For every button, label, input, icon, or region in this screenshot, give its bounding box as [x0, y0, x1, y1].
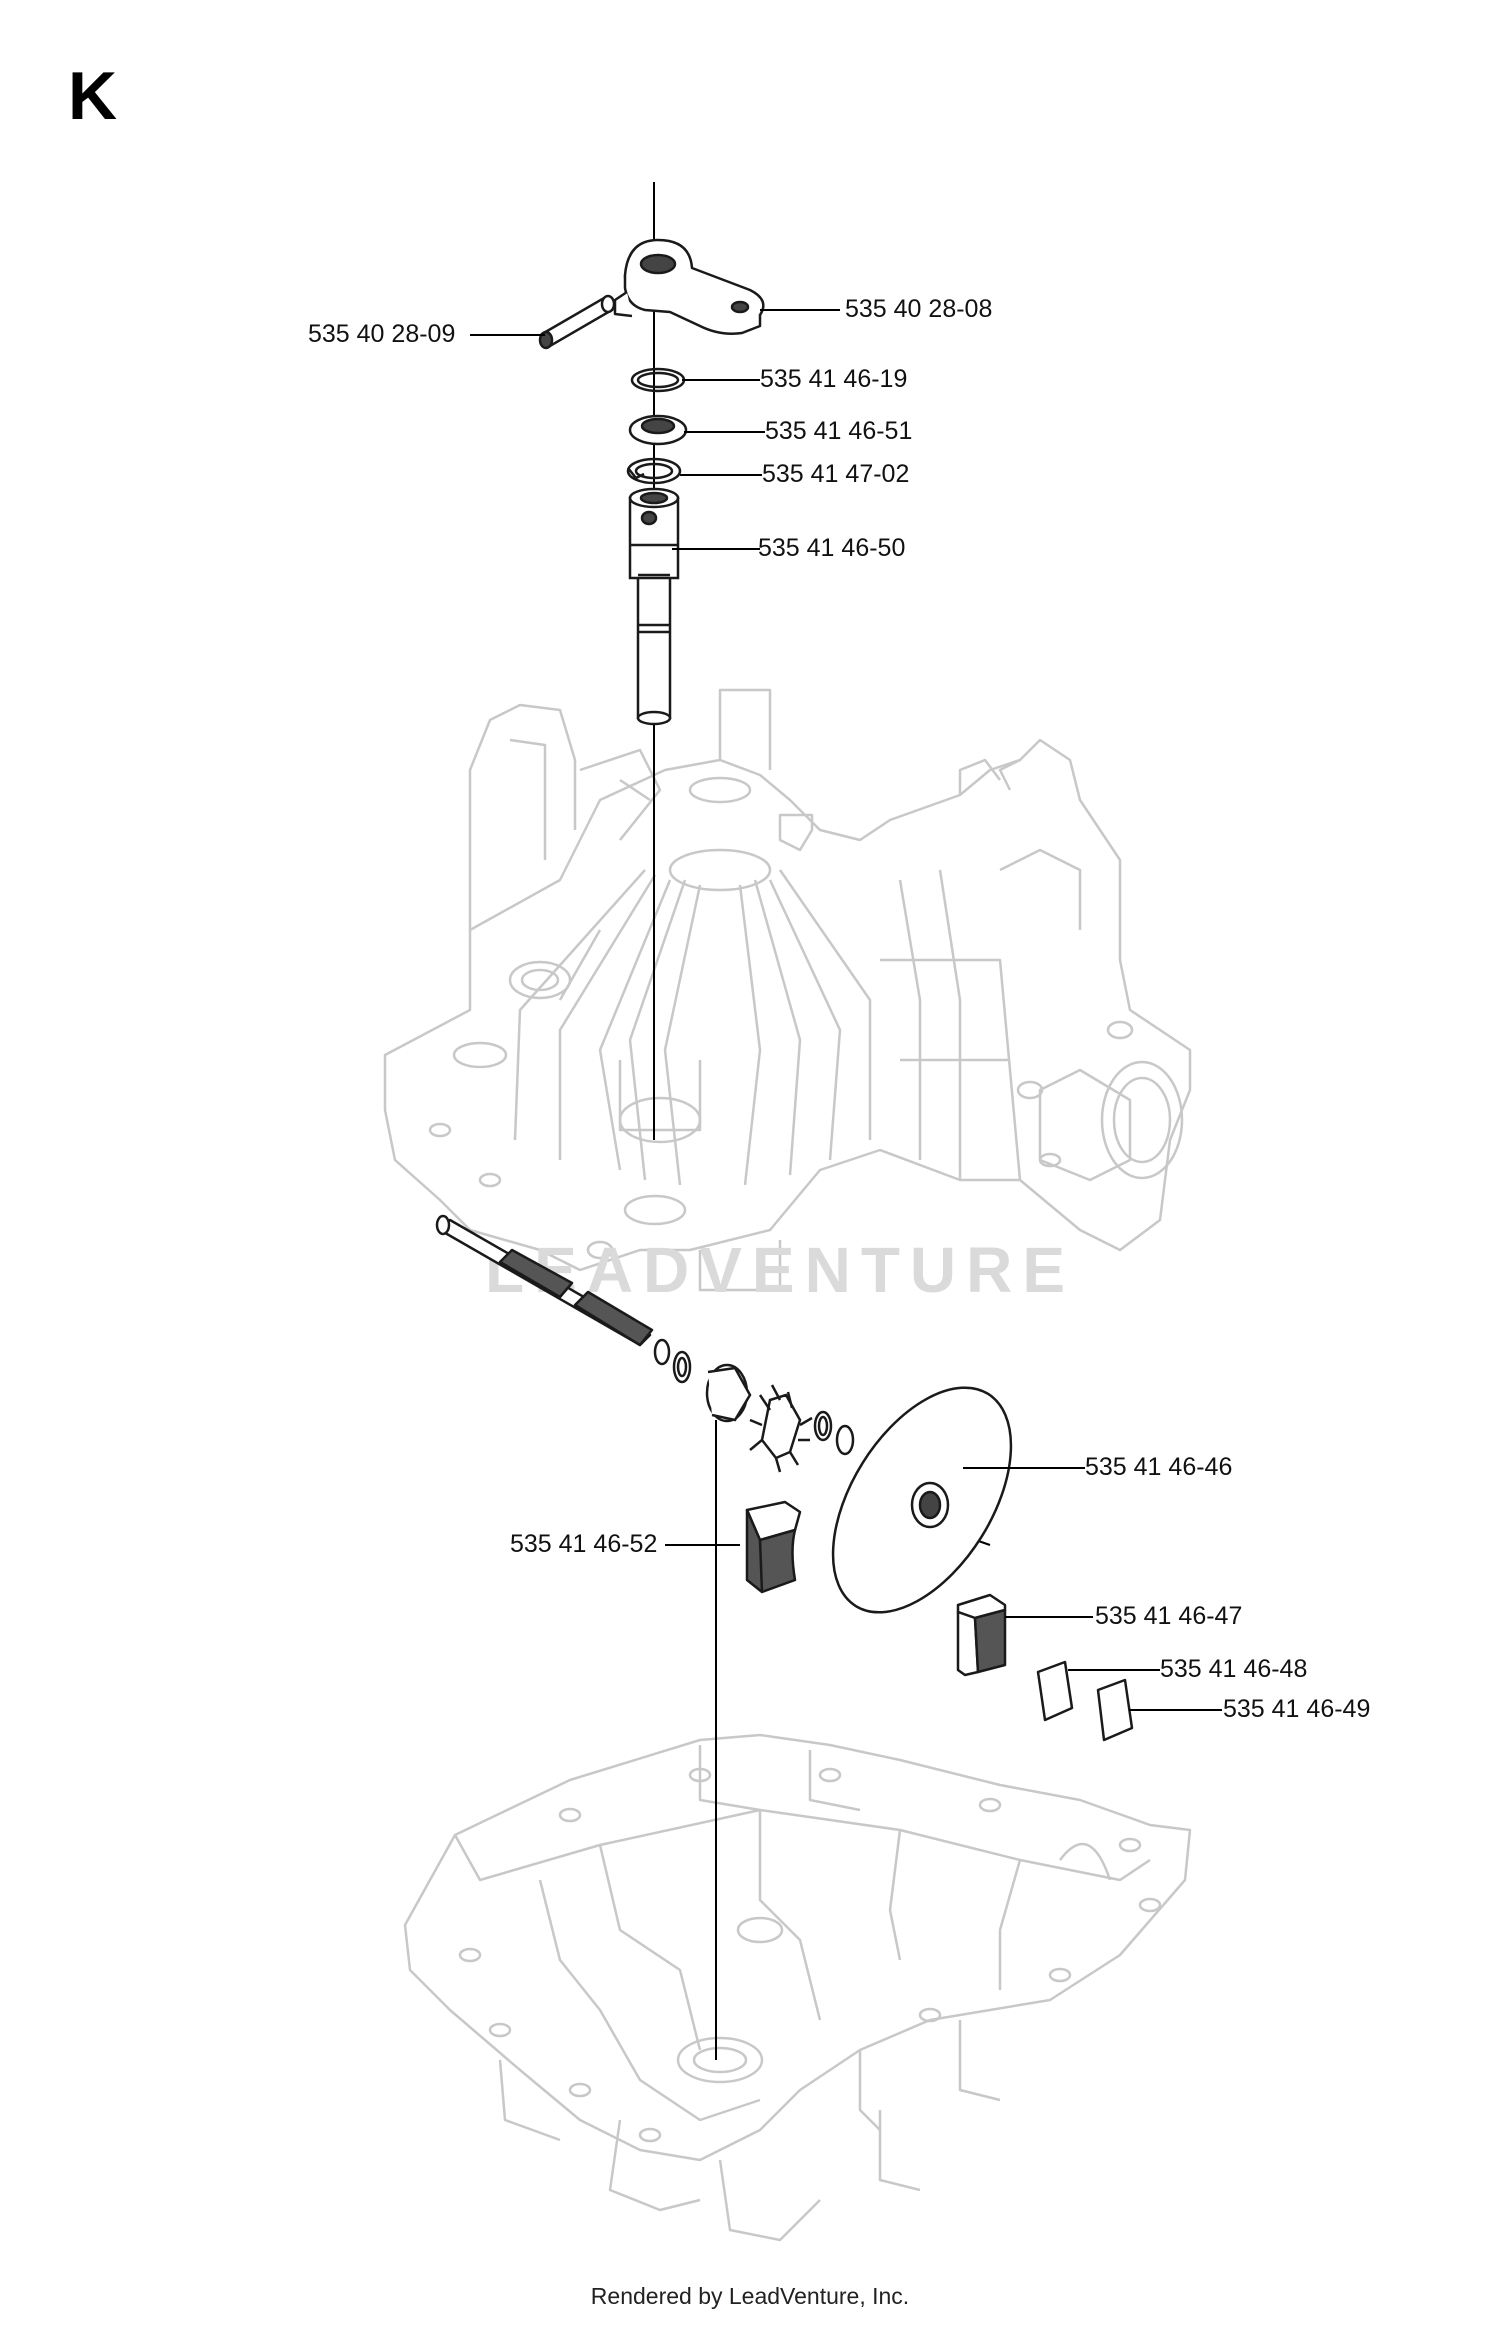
- brake-pad-inner-part: [956, 1593, 1007, 1677]
- lower-housing-ghost: [403, 1733, 1192, 2242]
- part-label-circlip[interactable]: 535 41 47-02: [762, 460, 910, 488]
- shaft-part: [628, 487, 680, 726]
- part-label-shim-2[interactable]: 535 41 46-49: [1223, 1695, 1371, 1723]
- brake-disc-part: [831, 1386, 1013, 1614]
- input-shaft: [435, 1214, 654, 1347]
- part-label-washer[interactable]: 535 41 46-51: [765, 417, 913, 445]
- part-label-lever[interactable]: 535 40 28-08: [845, 295, 993, 323]
- part-label-brake-disc[interactable]: 535 41 46-46: [1085, 1453, 1233, 1481]
- washer-part: [628, 414, 688, 446]
- o-ring-part: [630, 367, 686, 393]
- part-label-o-ring[interactable]: 535 41 46-19: [760, 365, 908, 393]
- lever-part: [613, 238, 765, 335]
- upper-housing-ghost: [383, 688, 1192, 1292]
- part-label-shim-1[interactable]: 535 41 46-48: [1160, 1655, 1308, 1683]
- section-letter: K: [68, 58, 118, 134]
- footer-credit: Rendered by LeadVenture, Inc.: [590, 2283, 910, 2309]
- circlip-part: [626, 457, 682, 485]
- part-label-pin[interactable]: 535 40 28-09: [308, 320, 456, 348]
- part-label-brake-pad-outer[interactable]: 535 41 46-52: [510, 1530, 658, 1558]
- brake-pad-outer-part: [745, 1500, 802, 1594]
- pin-part: [538, 294, 616, 350]
- drive-components: [653, 1338, 855, 1473]
- part-label-brake-pad-inner[interactable]: 535 41 46-47: [1095, 1602, 1243, 1630]
- part-label-shaft[interactable]: 535 41 46-50: [758, 534, 906, 562]
- leader-lines: [470, 309, 1222, 1711]
- watermark: LEADVENTURE: [485, 1234, 1075, 1306]
- shim-parts: [1036, 1660, 1134, 1742]
